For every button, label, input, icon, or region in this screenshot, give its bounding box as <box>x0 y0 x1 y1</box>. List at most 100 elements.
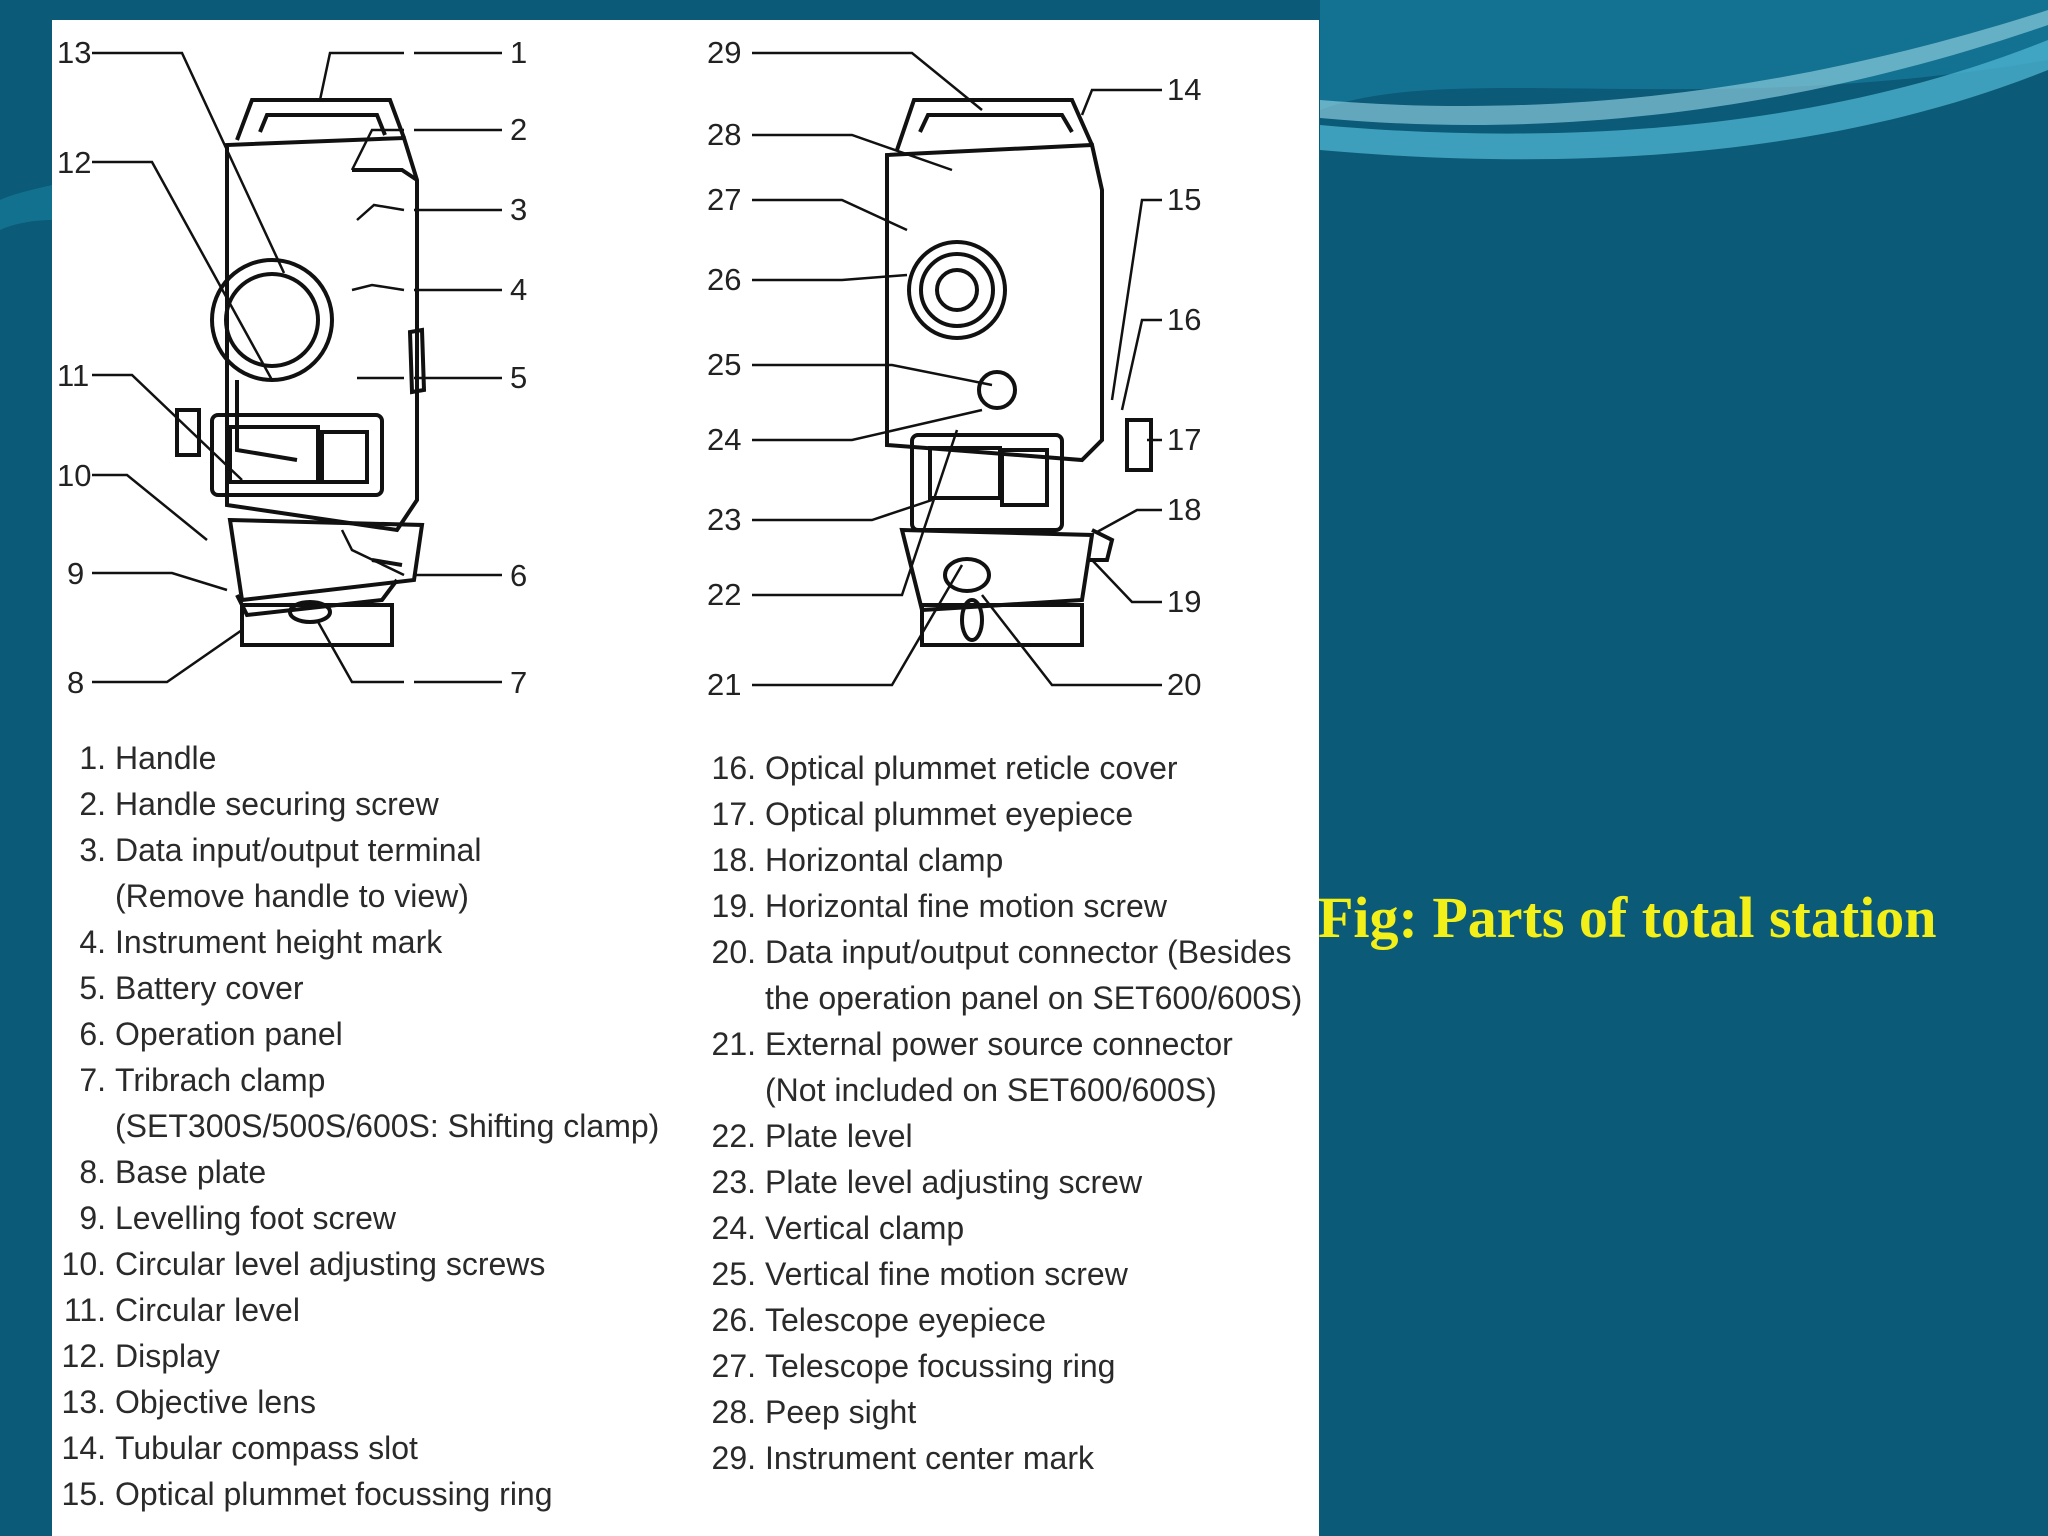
legend-number: 25. <box>711 1256 756 1292</box>
legend-number: 13. <box>61 1384 106 1420</box>
legend-label: Data input/output terminal (Remove handl… <box>115 832 482 914</box>
legend-item: 27.Telescope focussing ring <box>702 1343 1322 1389</box>
legend-item: 3.Data input/output terminal (Remove han… <box>52 827 692 919</box>
legend-label: Circular level <box>115 1292 300 1328</box>
diagram-panel: 13 1 12 2 3 4 11 5 10 6 9 8 7 <box>52 20 1319 1536</box>
legend-number: 3. <box>79 832 106 868</box>
right-callout-numbers: 29 14 28 27 15 26 16 25 17 24 18 23 22 1… <box>707 35 1201 702</box>
legend-label: Peep sight <box>765 1394 917 1430</box>
legend-label: Optical plummet eyepiece <box>765 796 1134 832</box>
callout-27: 27 <box>707 182 741 217</box>
legend-item: 14.Tubular compass slot <box>52 1425 692 1471</box>
legend-number: 20. <box>711 934 756 970</box>
figure-caption: Fig: Parts of total station <box>1318 885 1937 950</box>
callout-18: 18 <box>1167 492 1201 527</box>
callout-25: 25 <box>707 347 741 382</box>
legend-label: Plate level adjusting screw <box>765 1164 1143 1200</box>
legend-label: Vertical fine motion screw <box>765 1256 1128 1292</box>
legend-label: Optical plummet reticle cover <box>765 750 1178 786</box>
callout-5: 5 <box>510 360 527 395</box>
total-station-illustration: 13 1 12 2 3 4 11 5 10 6 9 8 7 <box>57 35 1201 702</box>
legend-number: 5. <box>79 970 106 1006</box>
legend-number: 12. <box>61 1338 106 1374</box>
callout-6: 6 <box>510 558 527 593</box>
legend-label: Handle <box>115 740 217 776</box>
legend-number: 10. <box>61 1246 106 1282</box>
callout-16: 16 <box>1167 302 1201 337</box>
legend-item: 4.Instrument height mark <box>52 919 692 965</box>
legend-label: Telescope eyepiece <box>765 1302 1047 1338</box>
legend-label: Horizontal fine motion screw <box>765 888 1167 924</box>
legend-number: 1. <box>79 740 106 776</box>
legend-item: 8.Base plate <box>52 1149 692 1195</box>
legend-label: Telescope focussing ring <box>765 1348 1116 1384</box>
callout-9: 9 <box>67 556 84 591</box>
legend-item: 17.Optical plummet eyepiece <box>702 791 1322 837</box>
left-callout-numbers: 13 1 12 2 3 4 11 5 10 6 9 8 7 <box>57 35 527 700</box>
legend-number: 22. <box>711 1118 756 1154</box>
legend-number: 4. <box>79 924 106 960</box>
legend-label: Horizontal clamp <box>765 842 1004 878</box>
callout-28: 28 <box>707 117 741 152</box>
legend-item: 20.Data input/output connector (Besides … <box>702 929 1322 1021</box>
legend-number: 26. <box>711 1302 756 1338</box>
callout-12: 12 <box>57 145 91 180</box>
legend-item: 11.Circular level <box>52 1287 692 1333</box>
legend-item: 18.Horizontal clamp <box>702 837 1322 883</box>
legend-item: 22.Plate level <box>702 1113 1322 1159</box>
legend-label: Levelling foot screw <box>115 1200 397 1236</box>
callout-2: 2 <box>510 112 527 147</box>
legend-item: 21.External power source connector (Not … <box>702 1021 1322 1113</box>
legend-number: 28. <box>711 1394 756 1430</box>
legend-item: 2.Handle securing screw <box>52 781 692 827</box>
legend-label: External power source connector (Not inc… <box>765 1026 1233 1108</box>
legend-item: 24.Vertical clamp <box>702 1205 1322 1251</box>
callout-4: 4 <box>510 272 527 307</box>
callout-14: 14 <box>1167 72 1201 107</box>
legend-label: Display <box>115 1338 220 1374</box>
legend-label: Optical plummet focussing ring <box>115 1476 553 1512</box>
legend-label: Battery cover <box>115 970 304 1006</box>
legend-number: 24. <box>711 1210 756 1246</box>
legend-number: 23. <box>711 1164 756 1200</box>
left-leader-lines <box>92 51 405 684</box>
callout-7: 7 <box>510 665 527 700</box>
callout-19: 19 <box>1167 584 1201 619</box>
legend-item: 1.Handle <box>52 735 692 781</box>
legend-number: 6. <box>79 1016 106 1052</box>
legend-label: Vertical clamp <box>765 1210 965 1246</box>
legend-item: 6.Operation panel <box>52 1011 692 1057</box>
legend-number: 19. <box>711 888 756 924</box>
callout-23: 23 <box>707 502 741 537</box>
callout-13: 13 <box>57 35 91 70</box>
legend-number: 7. <box>79 1062 106 1098</box>
legend-item: 26.Telescope eyepiece <box>702 1297 1322 1343</box>
legend-label: Objective lens <box>115 1384 316 1420</box>
legend-item: 12.Display <box>52 1333 692 1379</box>
legend-label: Tubular compass slot <box>115 1430 418 1466</box>
legend-label: Tribrach clamp (SET300S/500S/600S: Shift… <box>115 1062 660 1144</box>
legend-label: Circular level adjusting screws <box>115 1246 546 1282</box>
instrument-rear-view <box>885 98 1153 647</box>
legend-item: 13.Objective lens <box>52 1379 692 1425</box>
legend-number: 18. <box>711 842 756 878</box>
callout-24: 24 <box>707 422 741 457</box>
callout-20: 20 <box>1167 667 1201 702</box>
legend-number: 16. <box>711 750 756 786</box>
legend-item: 7.Tribrach clamp (SET300S/500S/600S: Shi… <box>52 1057 692 1149</box>
legend-number: 17. <box>711 796 756 832</box>
legend-number: 14. <box>61 1430 106 1466</box>
legend-label: Handle securing screw <box>115 786 439 822</box>
legend-item: 9.Levelling foot screw <box>52 1195 692 1241</box>
legend-number: 15. <box>61 1476 106 1512</box>
legend-item: 29.Instrument center mark <box>702 1435 1322 1481</box>
legend-number: 11. <box>63 1292 106 1328</box>
callout-29: 29 <box>707 35 741 70</box>
legend-label: Instrument height mark <box>115 924 443 960</box>
legend-item: 28.Peep sight <box>702 1389 1322 1435</box>
legend-number: 29. <box>711 1440 756 1476</box>
callout-26: 26 <box>707 262 741 297</box>
